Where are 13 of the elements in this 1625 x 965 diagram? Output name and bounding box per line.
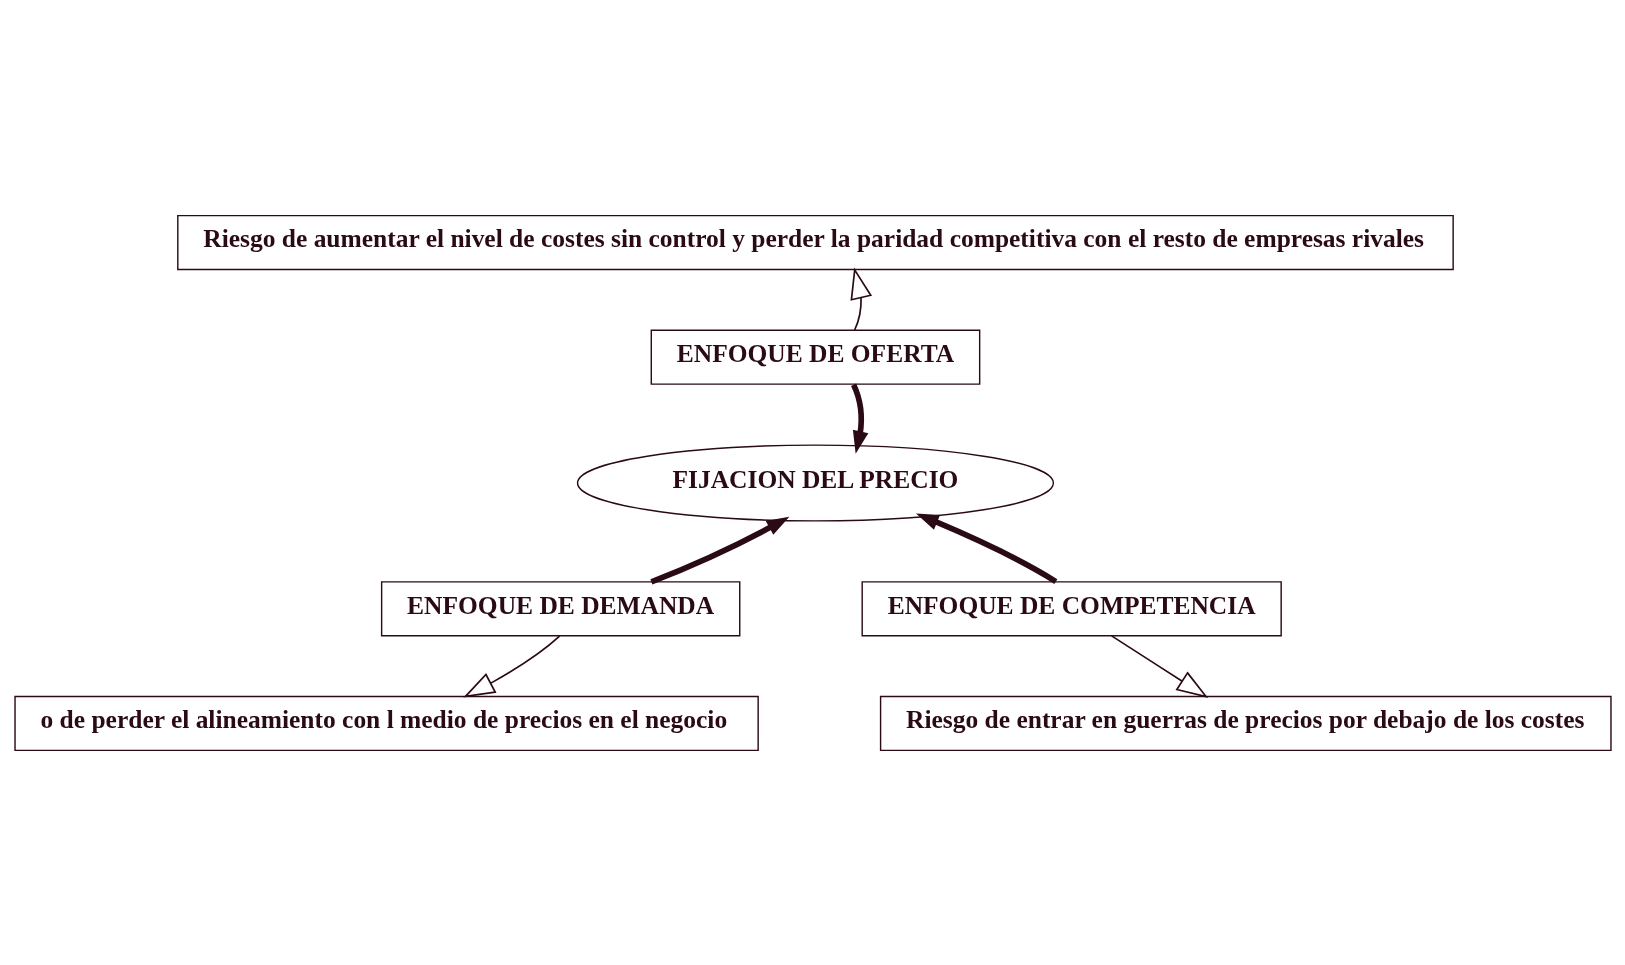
node-box: ENFOQUE DE OFERTA bbox=[650, 329, 980, 385]
node-box: o de perder el alineamiento con l medio de precios en el negocio bbox=[13, 695, 759, 751]
arrow bbox=[850, 383, 868, 454]
arrow bbox=[849, 266, 872, 331]
node-box: ENFOQUE DE COMPETENCIA bbox=[861, 580, 1282, 636]
node-ellipse: FIJACION DEL PRECIO bbox=[576, 443, 1054, 522]
arrow bbox=[462, 634, 560, 698]
node-box: ENFOQUE DE DEMANDA bbox=[380, 580, 740, 636]
arrow bbox=[649, 516, 789, 584]
arrow bbox=[1110, 634, 1208, 698]
arrow bbox=[915, 513, 1057, 584]
node-box: Riesgo de entrar en guerras de precios por debajo de los costes bbox=[879, 695, 1612, 751]
node-box: Riesgo de aumentar el nivel de costes sin control y perder la paridad competitiva con el resto de empresas rivales bbox=[176, 214, 1454, 270]
